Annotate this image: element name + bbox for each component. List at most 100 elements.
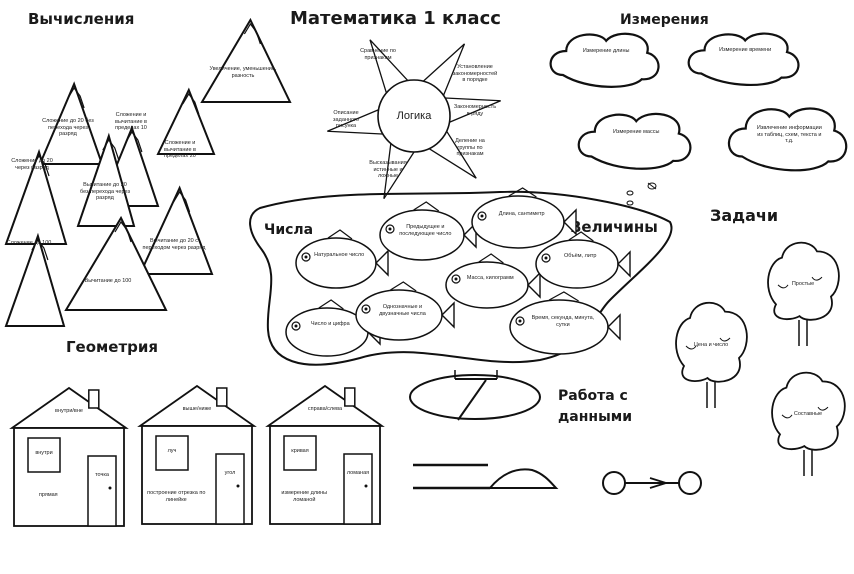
house-door-label-1: точка	[95, 472, 109, 478]
page-title: Математика 1 класс	[290, 8, 501, 29]
mountain-label-2: Сложение до 20 без перехода через разряд	[42, 118, 94, 137]
fish-7	[535, 231, 631, 289]
cloud-label-3: Измерение массы	[613, 128, 660, 135]
house-roof-label-1: внутри/вне	[55, 408, 83, 414]
house-window-label-3: кривая	[291, 448, 309, 454]
mountain-label-7: Вычитание до 20 с переходом через разряд	[142, 238, 206, 251]
house-roof-label-3: справа/слева	[307, 406, 343, 412]
house-door-label-3: ломаная	[346, 470, 370, 476]
logic-ray-label-1: Сравнение по признакам	[360, 48, 396, 61]
bee-icon	[626, 182, 657, 206]
mountain-3	[156, 87, 216, 155]
mountain-label-6: Вычитание до 20 без перехода через разря…	[80, 182, 130, 201]
house-window-label-1: внутри	[35, 450, 53, 456]
section-geometry-label: Геометрия	[66, 338, 159, 356]
door-knob-icon	[236, 484, 240, 488]
data-ellipse	[409, 374, 541, 420]
cloud-1	[549, 32, 660, 88]
logic-ray-label-2: Установление закономерностей в порядке	[452, 64, 498, 83]
cloud-label-2: Измерение времени	[719, 47, 772, 54]
mountain-7	[138, 185, 214, 275]
logic-ray-5	[383, 143, 415, 200]
section-calc-label: Вычисления	[28, 10, 135, 28]
data-node-right	[678, 471, 702, 495]
data-shapes	[409, 182, 702, 495]
tree-label-1: Простые	[791, 281, 815, 287]
logic-ray-3	[445, 97, 501, 123]
fish-label-8: Время, секунда, минута, сутки	[531, 315, 595, 328]
section-numbers-label: Числа	[264, 222, 314, 238]
fish-5	[445, 253, 541, 309]
logic-ray-label-5: Высказывания истинные и ложные	[369, 160, 407, 179]
fish-label-4: Однозначные и двузначные числа	[379, 304, 426, 317]
house-chimney	[216, 387, 228, 407]
house-window	[283, 435, 317, 471]
section-quantities-label: Величины	[570, 218, 658, 236]
fish-label-7: Объём, литр	[564, 253, 597, 260]
section-tasks-label: Задачи	[710, 206, 779, 225]
logic-ray-label-3: Закономерность в ряду	[453, 104, 497, 117]
house-2	[137, 384, 257, 525]
house-base-label-1: прямая	[38, 492, 58, 498]
house-window	[27, 437, 61, 473]
house-door	[215, 453, 245, 525]
mountain-8	[4, 232, 66, 327]
fish-1	[295, 229, 389, 289]
cloud-label-1: Измерение длины	[582, 48, 630, 54]
logic-ray-6	[327, 109, 383, 135]
house-chimney	[88, 389, 100, 409]
house-roof-label-2: выше/ниже	[182, 406, 212, 412]
tree-1	[767, 241, 840, 346]
fish-3	[285, 299, 381, 357]
mountain-label-8: Сложение до 100	[6, 240, 52, 246]
house-1	[9, 386, 129, 527]
fish-label-3: Число и цифра	[310, 321, 350, 328]
mountain-label-4: Сложение и вычитание в пределах 20	[164, 140, 196, 159]
tree-label-2: Цена и число	[693, 342, 729, 348]
cloud-2	[687, 32, 800, 86]
logic-center-label: Логика	[396, 110, 432, 122]
tree-3	[771, 371, 846, 476]
fish-label-2: Предыдущее и последующее число	[399, 224, 452, 237]
mountain-label-9: Вычитание до 100	[84, 278, 132, 284]
data-arrow-icon	[649, 477, 670, 489]
mountain-2	[38, 81, 104, 165]
house-3	[265, 384, 385, 525]
house-door	[87, 455, 117, 527]
fish-8	[509, 291, 621, 355]
fish-4	[355, 281, 455, 341]
mountain-label-3: Увеличение, уменьшение, разность	[209, 66, 277, 79]
fish-label-5: Масса, килограмм	[466, 274, 514, 281]
tree-2	[675, 302, 748, 408]
tree-label-3: Составные	[793, 411, 823, 417]
house-window-label-2: луч	[167, 448, 177, 454]
cloud-label-4: Извлечение информации из таблиц, схем, т…	[756, 125, 822, 144]
logic-ray-1	[369, 39, 409, 94]
door-knob-icon	[108, 486, 112, 490]
section-data-label: Работа с данными	[558, 388, 633, 425]
mountain-4	[200, 17, 292, 103]
fish-label-6: Длина, сантиметр	[498, 210, 545, 217]
cloud-3	[577, 112, 692, 170]
door-knob-icon	[364, 484, 368, 488]
fish-6	[471, 187, 577, 249]
house-door-label-2: угол	[224, 470, 236, 476]
house-base-label-2: построение отрезка по линейке	[147, 490, 206, 503]
cloud-4	[727, 107, 848, 172]
mountain-9	[64, 215, 168, 311]
house-window	[155, 435, 189, 471]
mountain-label-1: Сложение и вычитание в пределах 10	[115, 112, 147, 131]
house-base-label-3: измерение длины ломаной	[281, 490, 328, 503]
logic-ray-4	[428, 130, 477, 179]
mountain-label-5: Сложение до 20 через разряд	[11, 158, 53, 171]
fish-label-1: Натуральное число	[314, 252, 365, 258]
logic-ray-2	[422, 43, 466, 96]
data-node-left	[602, 471, 626, 495]
logic-ray-label-4: Деление на группы по признакам	[455, 138, 485, 157]
mountain-6	[76, 132, 136, 227]
data-ellipse-line	[457, 379, 487, 421]
house-door	[343, 453, 373, 525]
logic-ray-label-6: Описание заданного рисунка	[333, 110, 359, 129]
